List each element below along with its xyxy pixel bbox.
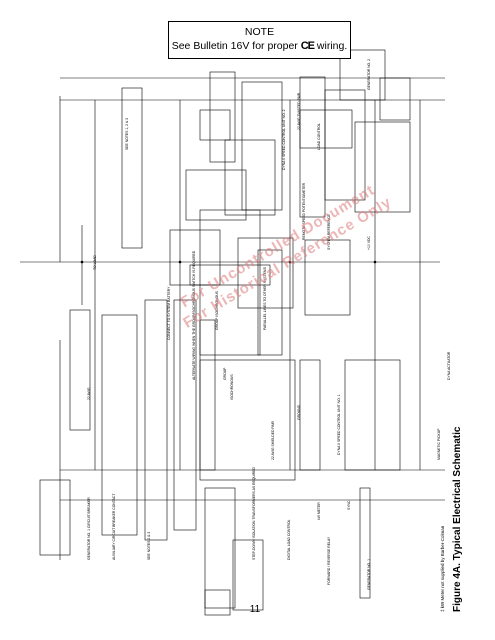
label-forward-reverse-relay: FORWARD / REVERSE RELAY bbox=[327, 536, 331, 585]
label-aux-breaker: AUXILIARY CIRCUIT BREAKER CONTACT bbox=[112, 494, 116, 560]
note-suffix: wiring. bbox=[316, 40, 348, 52]
label-generator-1: GENERATOR NO. 1 bbox=[367, 559, 371, 590]
note-title: NOTE bbox=[244, 26, 275, 38]
label-connect-to-battery: CONNECT TO SYSTEM BATTERY bbox=[167, 286, 171, 340]
label-dyna-actuator: DYNA ACTUATOR bbox=[447, 351, 451, 380]
label-parallel-lines: PARALLEL LINES TO OTHER SYSTEMS bbox=[263, 266, 267, 330]
label-gen-breaker: GENERATOR NO. 1 CIRCUIT BREAKER bbox=[87, 497, 91, 560]
label-step-down: STEP-DOWN ISOLATION TRANSFORMERS AS REQU… bbox=[252, 467, 256, 560]
note-box: NOTE See Bulletin 16V for proper CE wiri… bbox=[168, 21, 351, 59]
label-system-reference: SYSTEM REFERENCE bbox=[327, 213, 331, 250]
label-group-isochronous: GROUP ISOCHRONOUS bbox=[215, 290, 219, 330]
label-to-load: TO LOAD bbox=[93, 255, 97, 270]
label-generator-2: GENERATOR NO. 2 bbox=[367, 59, 371, 90]
page-number: 11 bbox=[249, 604, 261, 615]
label-see-notes: SEE NOTES 2 & 3 bbox=[147, 532, 151, 560]
note-prefix: See Bulletin 16V for proper bbox=[171, 40, 298, 52]
label-sync: SYNC bbox=[347, 500, 351, 510]
label-group: GROUP bbox=[223, 367, 227, 380]
label-alternate-wiring: ALTERNATE WIRING WHEN THE GROUP/ISOCHRON… bbox=[192, 250, 196, 380]
label-isochronous: ISOCHRONOUS bbox=[230, 374, 234, 400]
label-notes-123: SEE NOTES 1, 2 & 3 bbox=[125, 118, 129, 150]
label-dyna-control-1: DYNA II SPEED CONTROL UNIT NO. 1 bbox=[337, 394, 341, 455]
label-load-control: LOAD CONTROL bbox=[317, 123, 321, 150]
label-shielded-pair: 22 AWG SHIELDED PAIR bbox=[271, 420, 275, 460]
label-22-awg: 22 AWG bbox=[87, 387, 91, 400]
label-magnetic-pickup: MAGNETIC PICKUP bbox=[437, 428, 441, 460]
label-voltage: +10 VDC bbox=[367, 236, 371, 250]
label-kw-meter: kW METER bbox=[317, 502, 321, 520]
label-digital-load-control: DIGITAL LOAD CONTROL bbox=[287, 519, 291, 560]
figure-caption: Figure 4A. Typical Electrical Schematic bbox=[452, 426, 463, 612]
label-dyna-control-2: DYNA II SPEED CONTROL UNIT NO. 2 bbox=[282, 109, 286, 170]
label-remote-speed-pot: REMOTE SPEED POTENTIOMETER bbox=[302, 182, 306, 240]
footnote: ‡ kW Meter not supplied by Barber-Colman bbox=[440, 525, 445, 612]
note-line: See Bulletin 16V for proper CE wiring. bbox=[169, 39, 350, 53]
ce-mark-icon: CE bbox=[300, 40, 315, 52]
label-twisted-pair: 22 AWG TWISTED PAIR bbox=[297, 92, 301, 130]
label-ground: GROUND bbox=[297, 404, 301, 420]
